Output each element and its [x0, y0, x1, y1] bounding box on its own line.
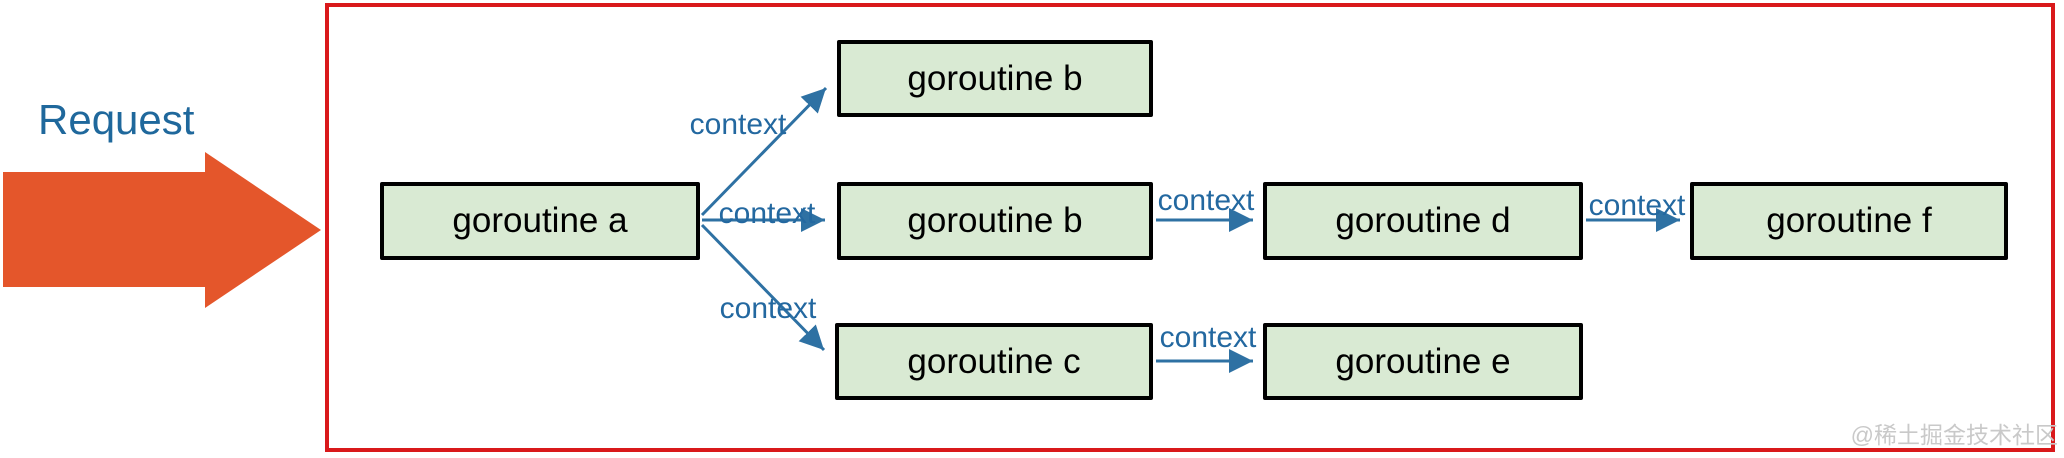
- node-goroutine-c: goroutine c: [835, 323, 1153, 400]
- node-goroutine-b-top: goroutine b: [837, 40, 1153, 117]
- node-goroutine-d: goroutine d: [1263, 182, 1583, 260]
- node-label: goroutine e: [1335, 341, 1511, 381]
- edge-label-context-d-f: context: [1588, 189, 1686, 222]
- edge-label-context-a-c: context: [719, 292, 817, 325]
- diagram-frame: [325, 3, 2055, 452]
- node-goroutine-f: goroutine f: [1690, 182, 2008, 260]
- node-label: goroutine d: [1335, 201, 1511, 240]
- node-goroutine-a: goroutine a: [380, 182, 700, 260]
- watermark: @稀土掘金技术社区: [1850, 422, 2058, 448]
- edge-label-context-a-b-middle: context: [718, 197, 816, 230]
- node-goroutine-b-middle: goroutine b: [837, 182, 1153, 260]
- node-label: goroutine a: [452, 201, 628, 240]
- edge-label-context-b-d: context: [1157, 184, 1255, 217]
- node-label: goroutine b: [907, 201, 1083, 240]
- request-label: Request: [38, 96, 195, 143]
- edge-a-to-c: [700, 223, 826, 352]
- node-goroutine-e: goroutine e: [1263, 323, 1583, 400]
- edge-label-context-c-e: context: [1159, 321, 1257, 354]
- edge-label-context-a-b-top: context: [689, 108, 787, 141]
- request-arrow-icon: [3, 152, 321, 308]
- edge-a-to-b-top: [700, 86, 828, 217]
- node-label: goroutine f: [1766, 201, 1932, 240]
- node-label: goroutine c: [907, 341, 1081, 381]
- node-label: goroutine b: [907, 58, 1083, 98]
